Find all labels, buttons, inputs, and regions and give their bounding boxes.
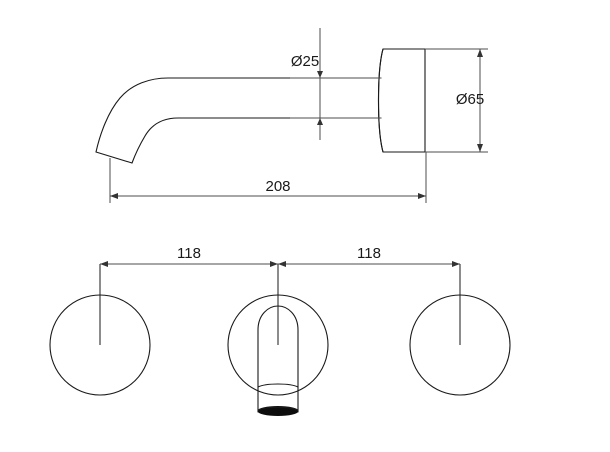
front-elevation-view: 118 118: [49, 245, 511, 416]
dim-arrow-left-spacing-right: [270, 261, 278, 267]
side-elevation-view: Ø25 Ø65 208: [95, 28, 488, 203]
dimension-left-spacing: 118: [100, 245, 278, 267]
spout-tip-end-face: [95, 151, 133, 164]
dim-text-spout-projection: 208: [265, 178, 290, 195]
dim-arrow-projection-left: [110, 193, 118, 199]
dim-arrow-flange-dia-bottom: [477, 144, 483, 152]
dim-arrow-spout-dia-top: [317, 71, 323, 78]
dim-arrow-flange-dia-top: [477, 49, 483, 57]
spout-outer-profile: [95, 77, 382, 153]
dim-text-right-spacing: 118: [357, 245, 381, 262]
dimension-flange-diameter: Ø65: [425, 48, 488, 153]
spout-outlet-rim: [257, 406, 299, 412]
dim-text-flange-diameter: Ø65: [456, 91, 484, 108]
spout-inner-profile: [131, 117, 382, 164]
spout-collar-seam: [257, 383, 299, 388]
dim-arrow-right-spacing-right: [452, 261, 460, 267]
dim-text-spout-diameter: Ø25: [291, 53, 319, 70]
dimension-right-spacing: 118: [278, 245, 460, 267]
flange-seam-arc: [377, 48, 384, 153]
dimension-spout-projection: 208: [109, 152, 427, 203]
spout-front-tube: [257, 305, 299, 413]
wall-flange-body: [377, 48, 426, 153]
dim-arrow-left-spacing-left: [100, 261, 108, 267]
dimension-spout-diameter: Ø25: [290, 28, 381, 140]
dim-arrow-projection-right: [418, 193, 426, 199]
dim-text-left-spacing: 118: [177, 245, 201, 262]
dim-arrow-spout-dia-bottom: [317, 118, 323, 125]
dim-arrow-right-spacing-left: [278, 261, 286, 267]
